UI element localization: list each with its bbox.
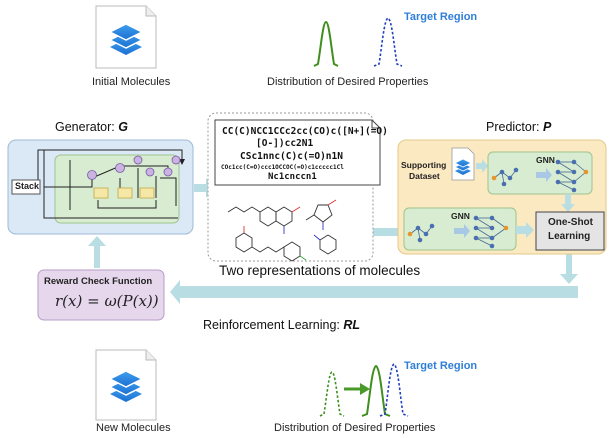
- reward-formula: r(x) = ω(P(x)): [55, 292, 159, 310]
- one-shot-label-line2: Learning: [548, 231, 591, 242]
- one-shot-label-line1: One-Shot: [548, 217, 593, 228]
- arrow-reinforcement-learning: [170, 280, 578, 304]
- top-target-region-label: Target Region: [404, 11, 478, 23]
- gnn-bottom-label: GNN: [451, 211, 470, 221]
- gnn-bottom-input-graph: [407, 223, 435, 243]
- smiles-line-3: CSc1nnc(C)c(=O)n1N: [240, 151, 343, 162]
- arrow-reward-to-generator: [88, 236, 106, 268]
- molecule-1-drawing: [227, 206, 301, 234]
- gnn-top-label: GNN: [536, 155, 555, 165]
- gnn-top-input-graph: [491, 167, 519, 187]
- molecule-4-drawing: [313, 234, 337, 255]
- new-molecules-label: New Molecules: [96, 422, 171, 434]
- arrow-gnn-top-to-oneshot: [561, 194, 575, 212]
- bottom-target-region-label: Target Region: [404, 360, 478, 372]
- smiles-line-4: COc1cc(C=O)ccc1OCCOC(=O)c1ccccc1Cl: [221, 164, 344, 171]
- smiles-line-1: CC(C)NCC1CCc2cc(CO)c([N+](=O): [222, 126, 388, 137]
- bottom-distribution-curves: [319, 363, 409, 417]
- smiles-line-5: Nc1cnccn1: [268, 172, 317, 182]
- top-distribution-curves: [313, 17, 403, 67]
- arrow-support-to-gnn: [476, 159, 488, 173]
- supporting-dataset-label-line2: Dataset: [409, 171, 440, 181]
- gnn-top-output-graph: [555, 159, 589, 193]
- arrow-predictor-down: [560, 252, 578, 284]
- stack-box: [11, 179, 41, 195]
- gnn-bottom-arrow: [454, 224, 470, 238]
- predictor-title: Predictor: P: [486, 120, 552, 134]
- generator-nodes: [87, 155, 181, 180]
- reinforcement-learning-title: Reinforcement Learning: RL: [203, 318, 361, 332]
- generator-gates: [93, 187, 155, 199]
- stack-label: Stack: [15, 181, 40, 191]
- generator-title: Generator: G: [55, 120, 128, 134]
- one-shot-learning-box: [535, 211, 605, 251]
- initial-molecules-label: Initial Molecules: [92, 76, 171, 88]
- smiles-line-2: [O-])cc2N1: [256, 138, 314, 149]
- new-molecules-document-icon: [95, 349, 157, 421]
- gnn-bottom-output-graph: [473, 215, 509, 249]
- molecule-2-drawing: [305, 199, 337, 230]
- reward-check-panel: [37, 269, 165, 321]
- gnn-top-arrow: [536, 168, 552, 182]
- reward-check-title: Reward Check Function: [44, 276, 153, 287]
- arrow-gnn-bottom-to-oneshot: [516, 222, 534, 238]
- representations-label: Two representations of molecules: [219, 263, 421, 278]
- bottom-distribution-label: Distribution of Desired Properties: [274, 422, 436, 434]
- supporting-dataset-document-icon: [451, 147, 475, 181]
- top-distribution-label: Distribution of Desired Properties: [267, 76, 429, 88]
- molecule-3-drawing: [235, 226, 307, 262]
- smiles-document: [214, 119, 381, 186]
- supporting-dataset-label-line1: Supporting: [401, 160, 447, 170]
- initial-molecules-document-icon: [95, 5, 157, 69]
